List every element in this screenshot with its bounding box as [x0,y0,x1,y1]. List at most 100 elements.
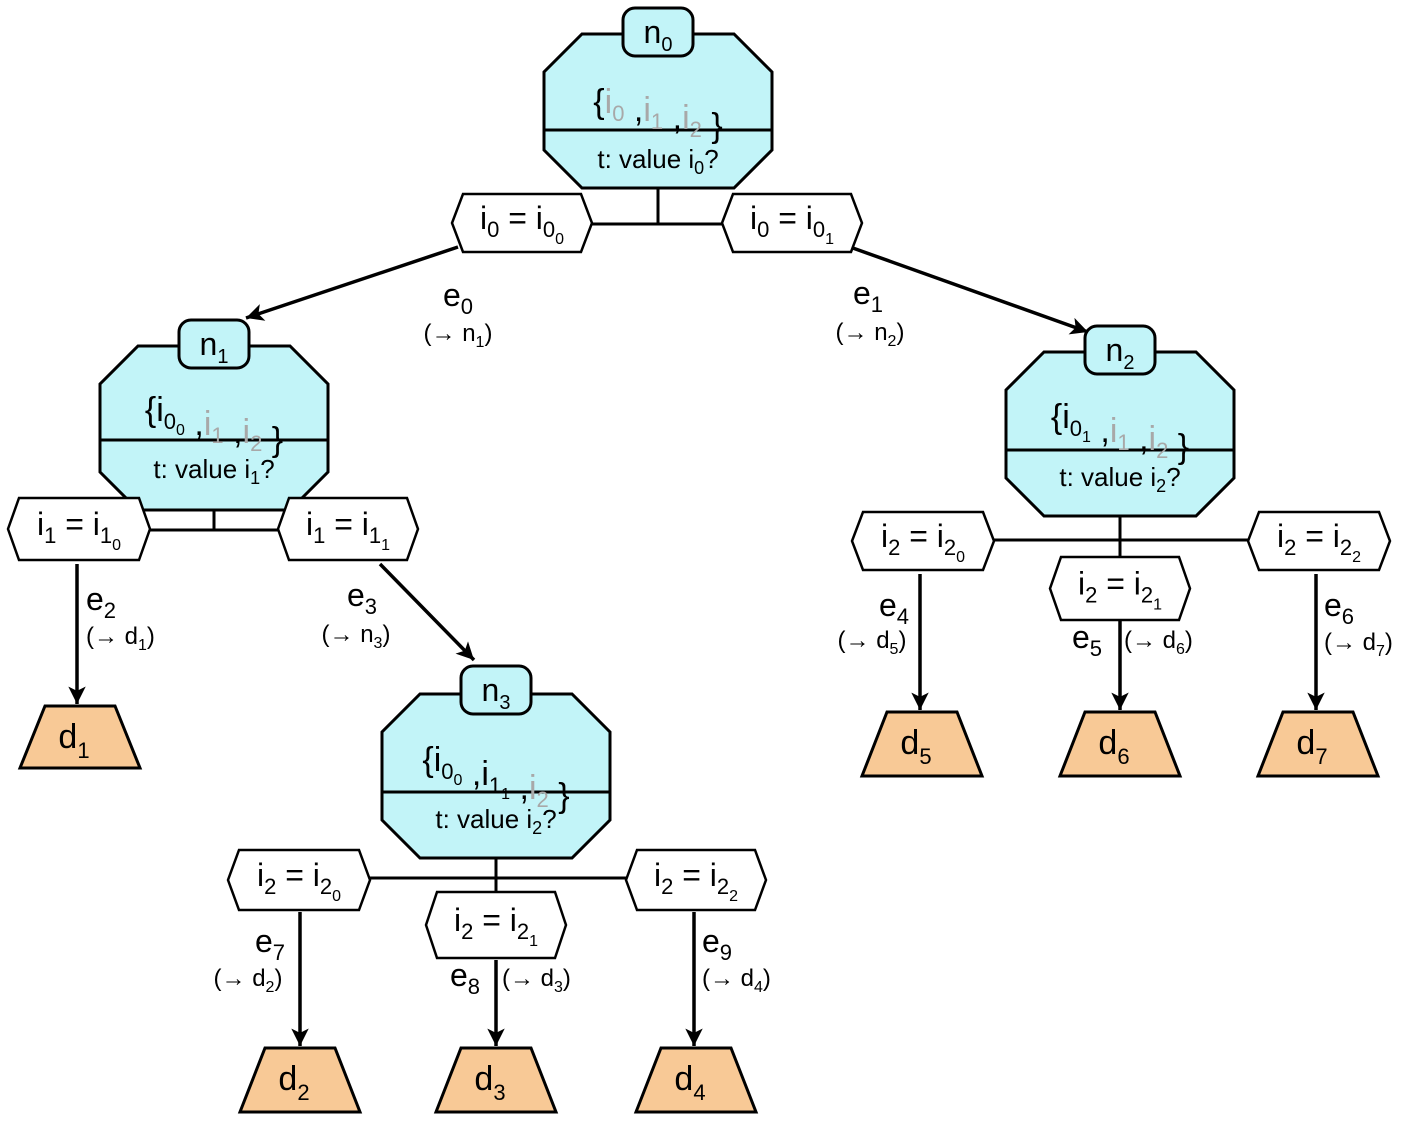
edge-name: e9 [702,923,732,965]
terminal-d6: d6 [1057,710,1183,778]
edge-label-e0: e0(→ n1) [424,277,493,351]
decision-label: i0 = i00 [480,200,564,248]
edge-target: (→ d3) [502,965,571,996]
terminal-d5: d5 [859,710,985,778]
node-test: t: value i0? [597,144,718,178]
edge-arrow [849,245,1089,335]
node-test: t: value i2? [435,804,556,838]
edge-target: (→ d5) [838,627,907,658]
terminal-d7: d7 [1255,710,1381,778]
node-item-set: {i0 ,i1 ,i2 } [593,83,722,145]
decision-hexagon [624,848,768,912]
terminal-d1: d1 [17,704,143,770]
terminal-label: d2 [278,1060,309,1105]
terminal-trapezoid [433,1046,559,1114]
node-n2: n2{i01 ,i1 ,i2 }t: value i2? [1004,324,1236,518]
edge-name: e5 [1072,619,1102,661]
node-tag [177,318,251,370]
decision-i0_0: i0 = i00 [450,192,594,254]
decision-n2_i2_1: i2 = i21 [1048,555,1192,622]
node-tag [459,664,533,716]
edge-labels: e0(→ n1) e1(→ n2) e2(→ d1) e3(→ n3) e4(→ d5)… [86,275,1393,999]
edge-name: e3 [347,577,377,619]
edge-label-e1: e1(→ n2) [836,275,905,350]
terminal-d4: d4 [633,1046,759,1114]
decision-label: i0 = i01 [750,200,834,248]
edge-name: e0 [443,277,473,319]
decision-label: i2 = i20 [881,518,965,566]
decision-label: i1 = i10 [37,506,121,554]
decision-hexagon [850,510,996,572]
decision-n3_i2_0: i2 = i20 [226,848,372,912]
decision-hexagon [450,192,594,254]
terminal-label: d5 [900,724,931,769]
terminal-trapezoid [237,1046,363,1114]
edge-arrow [245,245,459,321]
node-n1: n1{i00 ,i1 ,i2 }t: value i1? [98,318,330,512]
node-octagon [1004,350,1236,518]
decision-n2_i2_0: i2 = i20 [850,510,996,572]
edge-target: (→ n3) [322,621,391,652]
decision-label: i2 = i21 [1078,566,1162,614]
edge-target: (→ n2) [836,319,905,350]
edge-target: (→ n1) [424,320,493,351]
decision-hexagon [1246,510,1392,572]
decision-hexagon [276,496,420,562]
diagram-shapes: n0{i0 ,i1 ,i2 }t: value i0?n1{i00 ,i1 ,i… [6,6,1392,1114]
terminal-d2: d2 [237,1046,363,1114]
edge-name: e2 [86,581,116,623]
terminal-label: d6 [1098,724,1129,769]
edge-name: e7 [255,923,285,965]
node-tag [621,6,695,58]
decision-hexagon [226,848,372,912]
edge-label-e8: e8 (→ d3) [450,957,571,999]
edge-label-e2: e2(→ d1) [86,581,155,654]
edge-name: e1 [853,275,883,317]
node-octagon [542,32,774,190]
terminal-label: d4 [674,1060,705,1105]
node-test: t: value i1? [153,454,274,488]
decision-label: i1 = i11 [306,506,390,554]
decision-label: i2 = i22 [1277,518,1361,566]
decision-n2_i2_2: i2 = i22 [1246,510,1392,572]
edge-target: (→ d6) [1124,627,1193,658]
node-name: n3 [482,672,511,714]
node-n3: n3 {i00 ,i11 ,i2 }t: value i2? [380,664,612,860]
edge-label-e7: e7(→ d2) [214,923,285,996]
edge-label-e4: e4(→ d5) [838,587,909,658]
decision-i1_0: i1 = i10 [6,496,152,562]
edge-target: (→ d1) [86,623,155,654]
terminal-trapezoid [859,710,985,778]
edge-label-e3: e3(→ n3) [322,577,391,652]
decision-i0_1: i0 = i01 [720,192,864,254]
edge-target: (→ d7) [1324,629,1393,660]
decision-i1_1: i1 = i11 [276,496,420,562]
edge-arrow [378,562,476,662]
node-tag [1083,324,1157,376]
edge-name: e6 [1324,587,1354,629]
edge-name: e8 [450,957,480,999]
terminal-label: d1 [58,718,89,763]
edge-label-e6: e6(→ d7) [1324,587,1393,660]
connector-lines [68,188,1325,1046]
decision-hexagon [424,890,568,960]
terminal-trapezoid [1057,710,1183,778]
decision-n3_i2_1: i2 = i21 [424,890,568,960]
node-octagon [380,692,612,860]
terminal-label: d7 [1296,724,1327,769]
edge-target: (→ d2) [214,965,283,996]
decision-hexagon [1048,555,1192,622]
edge-name: e4 [879,587,909,629]
edge-label-e5: e5 (→ d6) [1072,619,1193,661]
node-test: t: value i2? [1059,462,1180,496]
edge-target: (→ d4) [702,965,771,996]
decision-n3_i2_2: i2 = i22 [624,848,768,912]
decision-label: i2 = i20 [257,857,341,905]
terminal-trapezoid [633,1046,759,1114]
node-name: n2 [1106,332,1135,374]
decision-label: i2 = i22 [654,857,738,905]
decision-hexagon [720,192,864,254]
edge-label-e9: e9(→ d4) [702,923,771,996]
node-item-set: {i00 ,i11 ,i2 } [422,741,569,815]
terminal-label: d3 [474,1060,505,1105]
